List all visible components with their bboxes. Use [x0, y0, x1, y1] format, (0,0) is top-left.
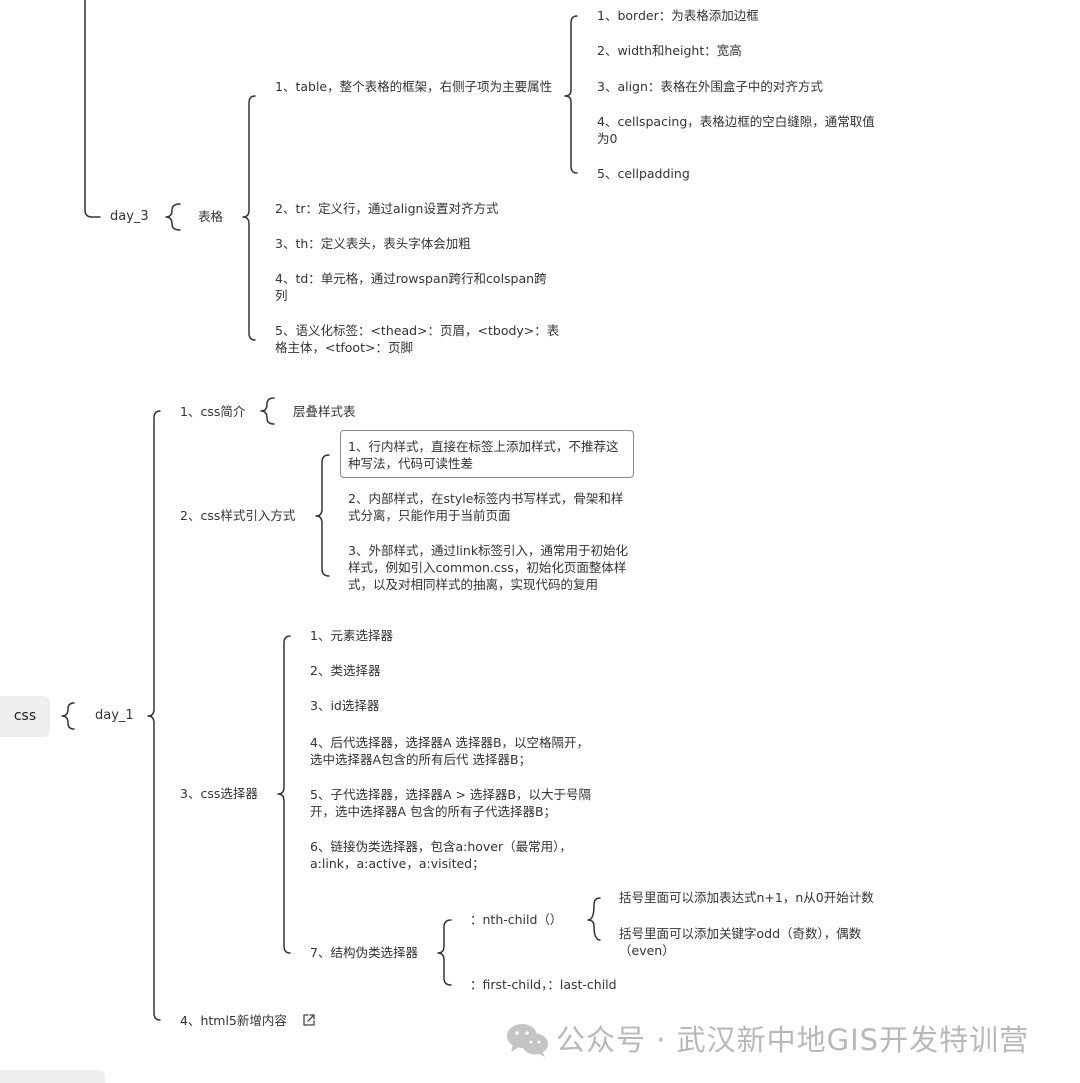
node-selector-7[interactable]: 7、结构伪类选择器: [310, 945, 418, 960]
brace-selectors: [277, 635, 291, 954]
wechat-icon: [507, 1024, 548, 1057]
node-table-item-4[interactable]: 4、td：单元格，通过rowspan跨行和colspan跨列: [275, 271, 547, 303]
connector-day3: [84, 0, 101, 218]
brace-day1: [147, 410, 161, 1021]
node-selector-5[interactable]: 5、子代选择器，选择器A > 选择器B，以大于号隔开，选中选择器A 包含的所有子…: [310, 787, 592, 819]
node-css-intro-child[interactable]: 层叠样式表: [293, 404, 356, 419]
node-selector-6[interactable]: 6、链接伪类选择器，包含a:hover（最常用），a:link，a:active…: [310, 839, 572, 871]
node-table-prop-3[interactable]: 3、align：表格在外围盒子中的对齐方式: [597, 79, 823, 94]
watermark-text: 公众号 · 武汉新中地GIS开发特训营: [556, 1023, 1030, 1057]
node-css-selectors[interactable]: 3、css选择器: [180, 786, 258, 801]
brace-structural: [437, 919, 452, 986]
next-node-stub: [0, 1070, 105, 1083]
node-css-intro[interactable]: 1、css简介: [180, 404, 246, 419]
brace-intro: [260, 397, 275, 425]
node-nth-note-1[interactable]: 括号里面可以添加表达式n+1，n从0开始计数: [619, 890, 874, 905]
root-node-css[interactable]: css: [0, 696, 50, 737]
node-table[interactable]: 表格: [198, 209, 224, 224]
external-link-icon[interactable]: [302, 1013, 316, 1027]
brace-day3: [165, 203, 181, 231]
node-day1[interactable]: day_1: [95, 708, 134, 723]
brace-table-props: [564, 15, 578, 174]
node-table-item-3[interactable]: 3、th：定义表头，表头字体会加粗: [275, 236, 471, 251]
node-table-prop-5[interactable]: 5、cellpadding: [597, 166, 690, 181]
node-table-prop-2[interactable]: 2、width和height：宽高: [597, 43, 742, 58]
node-import-inline[interactable]: 1、行内样式，直接在标签上添加样式，不推荐这种写法，代码可读性差: [348, 439, 619, 471]
node-selector-2[interactable]: 2、类选择器: [310, 663, 381, 678]
node-first-last-child[interactable]: ：first-child，：last-child: [470, 977, 617, 992]
brace-root: [61, 702, 75, 730]
node-selector-4[interactable]: 4、后代选择器，选择器A 选择器B，以空格隔开，选中选择器A包含的所有后代 选择…: [310, 735, 590, 767]
node-table-item-2[interactable]: 2、tr：定义行，通过align设置对齐方式: [275, 201, 499, 216]
node-table-item-1[interactable]: 1、table，整个表格的框架，右侧子项为主要属性: [275, 79, 553, 94]
node-import-external[interactable]: 3、外部样式，通过link标签引入，通常用于初始化样式，例如引入common.c…: [348, 543, 629, 592]
node-nth-child[interactable]: ：nth-child（）: [470, 912, 563, 927]
brace-import: [315, 454, 330, 577]
node-css-import[interactable]: 2、css样式引入方式: [180, 508, 296, 523]
node-table-prop-4[interactable]: 4、cellspacing，表格边框的空白缝隙，通常取值为0: [597, 114, 875, 146]
node-day3[interactable]: day_3: [110, 209, 149, 224]
brace-nth: [587, 897, 601, 941]
node-import-internal[interactable]: 2、内部样式，在style标签内书写样式，骨架和样式分离，只能作用于当前页面: [348, 491, 624, 523]
node-table-item-5[interactable]: 5、语义化标签：<thead>：页眉，<tbody>：表格主体，<tfoot>：…: [275, 323, 560, 355]
node-table-prop-1[interactable]: 1、border：为表格添加边框: [597, 8, 759, 23]
node-nth-note-2[interactable]: 括号里面可以添加关键字odd（奇数），偶数（even）: [619, 926, 862, 958]
node-selector-3[interactable]: 3、id选择器: [310, 698, 380, 713]
node-html5[interactable]: 4、html5新增内容: [180, 1013, 287, 1028]
brace-table: [242, 95, 256, 341]
selected-node-frame: [340, 430, 634, 478]
node-selector-1[interactable]: 1、元素选择器: [310, 628, 393, 643]
